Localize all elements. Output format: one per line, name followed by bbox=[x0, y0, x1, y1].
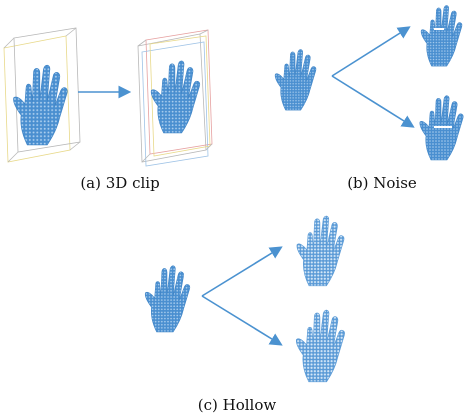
hand-point-cloud-icon bbox=[274, 49, 317, 111]
caption-noise: (b) Noise bbox=[347, 174, 417, 192]
hand-point-cloud-icon bbox=[420, 5, 463, 67]
hand-point-cloud-icon bbox=[144, 265, 191, 333]
panel-noise bbox=[274, 5, 464, 161]
bounding-box-clipped bbox=[137, 29, 213, 167]
panel-hollow bbox=[144, 215, 345, 383]
caption-3d-clip: (a) 3D clip bbox=[80, 174, 160, 192]
hand-point-cloud-icon bbox=[295, 309, 345, 383]
hand-point-cloud-icon bbox=[13, 64, 68, 146]
arrow-right-icon bbox=[331, 75, 415, 128]
noise-stripe bbox=[434, 28, 444, 30]
arrow-right-icon bbox=[201, 246, 283, 297]
panel-3d-clip bbox=[3, 27, 213, 167]
caption-hollow: (c) Hollow bbox=[197, 396, 277, 414]
hand-point-cloud-icon bbox=[296, 215, 345, 287]
hand-point-cloud-icon bbox=[150, 60, 201, 134]
arrow-right-icon bbox=[201, 295, 283, 346]
bounding-box-original bbox=[3, 27, 81, 163]
noise-stripe bbox=[434, 126, 452, 128]
arrow-right-icon bbox=[331, 26, 411, 77]
